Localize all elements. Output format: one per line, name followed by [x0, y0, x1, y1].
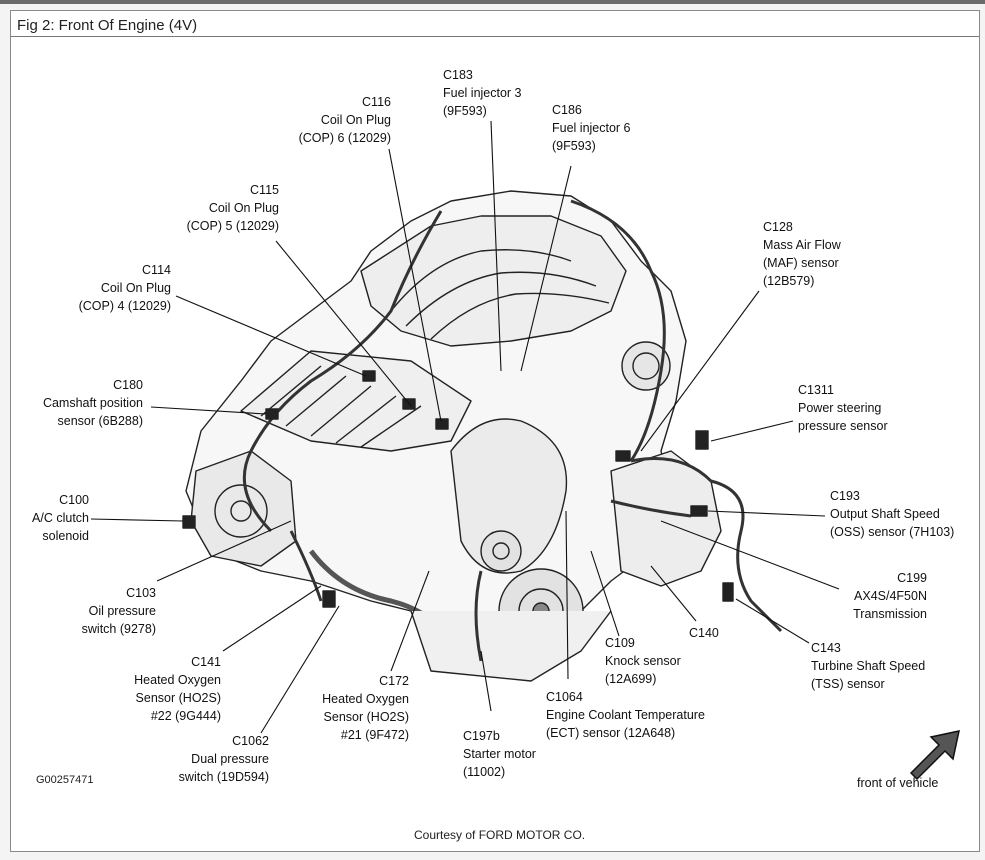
leader-c1064 [565, 510, 569, 680]
leader-c186 [520, 165, 572, 372]
callout-c100: C100 A/C clutch solenoid [32, 493, 89, 543]
callout-c1311: C1311 Power steering pressure sensor [798, 383, 888, 433]
leader-c114 [175, 295, 367, 377]
leader-c1311 [710, 420, 794, 442]
connector-ac [182, 515, 196, 529]
figure-title: Fig 2: Front Of Engine (4V) [17, 17, 198, 34]
callout-c141: C141 Heated Oxygen Sensor (HO2S) #22 (9G… [134, 655, 221, 723]
callout-c183: C183 Fuel injector 3 (9F593) [443, 68, 522, 118]
leader-c199 [660, 520, 840, 590]
leader-c183 [490, 120, 502, 372]
connector-mafs [615, 450, 631, 462]
oil-pan [410, 610, 612, 682]
engine-diagram [90, 120, 960, 781]
window-top-bar [0, 0, 985, 4]
water-pump-pulley [480, 530, 522, 572]
callout-c115: C115 Coil On Plug (COP) 5 (12029) [186, 183, 279, 233]
callout-c143: C143 Turbine Shaft Speed (TSS) sensor [811, 641, 926, 691]
timing-cover [450, 418, 568, 574]
callout-c172: C172 Heated Oxygen Sensor (HO2S) #21 (9F… [322, 674, 409, 742]
leader-c180 [150, 406, 267, 415]
connector-cam [265, 408, 279, 420]
callout-c103: C103 Oil pressure switch (9278) [81, 586, 156, 636]
leader-c115 [275, 240, 412, 407]
leader-c140 [650, 565, 697, 622]
leader-c197b [480, 650, 492, 712]
connector-cop6 [435, 418, 449, 430]
leader-c143 [735, 598, 810, 644]
front-of-vehicle-label: front of vehicle [857, 776, 939, 790]
callout-c140: C140 [689, 626, 719, 640]
leader-c1062 [260, 605, 340, 734]
valve-cover [240, 350, 472, 452]
connector-op [322, 590, 336, 608]
callout-c186: C186 Fuel injector 6 (9F593) [552, 103, 631, 153]
leader-lines [90, 120, 840, 734]
engine-drawing [182, 190, 783, 682]
credit-text: Courtesy of FORD MOTOR CO. [414, 828, 586, 842]
leader-c172 [390, 570, 430, 672]
figure-frame: Fig 2: Front Of Engine (4V) [10, 10, 980, 852]
callout-c128: C128 Mass Air Flow (MAF) sensor (12B579) [763, 220, 841, 288]
title-divider [11, 36, 979, 37]
throttle-body [621, 341, 671, 391]
intake-manifold [360, 215, 627, 347]
leader-c100 [90, 518, 184, 522]
callout-c180: C180 Camshaft position sensor (6B288) [42, 378, 143, 428]
callout-c199: C199 AX4S/4F50N Transmission [853, 571, 927, 621]
connector-tss [722, 582, 734, 602]
callout-c197b: C197b Starter motor (11002) [463, 729, 536, 779]
connector-ps [695, 430, 709, 450]
leader-c116 [388, 148, 442, 422]
leader-c193 [707, 510, 826, 517]
figure-reference-number: G00257471 [36, 774, 94, 786]
leader-c109 [590, 550, 620, 637]
callout-c109: C109 Knock sensor (12A699) [605, 636, 681, 686]
leader-c128 [640, 290, 760, 452]
connector-cop4 [362, 370, 376, 382]
callout-c1064: C1064 Engine Coolant Temperature (ECT) s… [546, 690, 705, 740]
front-of-vehicle-arrow [909, 730, 960, 781]
callout-c114: C114 Coil On Plug (COP) 4 (12029) [78, 263, 171, 313]
callout-c1062: C1062 Dual pressure switch (19D594) [178, 734, 269, 784]
leader-c141 [222, 585, 322, 652]
callout-c193: C193 Output Shaft Speed (OSS) sensor (7H… [830, 489, 955, 539]
connector-oss [690, 505, 708, 517]
wiring-harness [242, 210, 443, 533]
transmission [610, 450, 722, 587]
callout-c116: C116 Coil On Plug (COP) 6 (12029) [298, 95, 391, 145]
leader-c103 [156, 520, 292, 582]
